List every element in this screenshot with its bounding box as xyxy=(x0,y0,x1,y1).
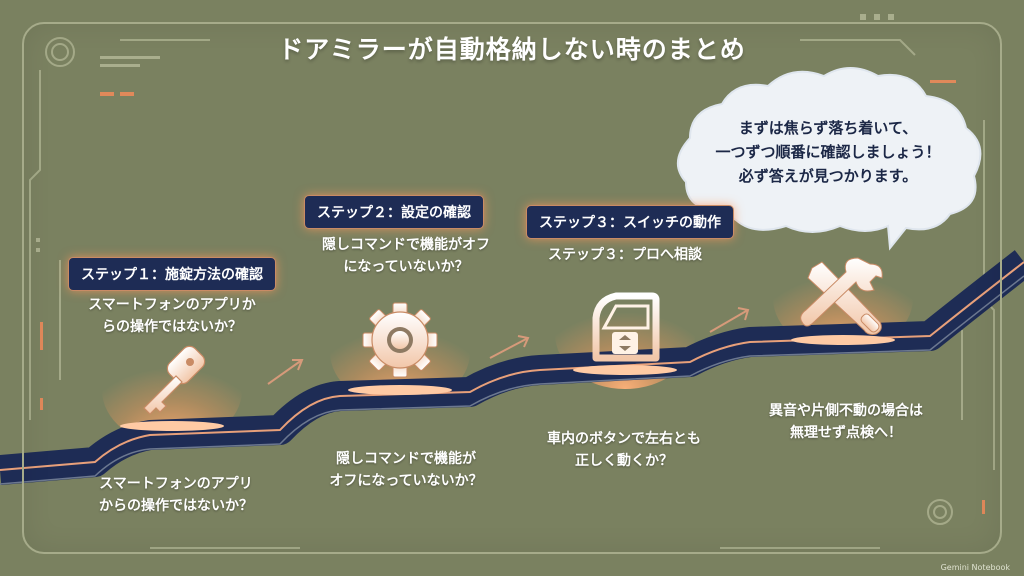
circuit-frame xyxy=(22,22,1002,554)
step4-platform xyxy=(791,335,895,345)
step2-upper-line: 隠しコマンドで機能がオフ xyxy=(322,237,490,253)
step2-upper-line: になっていないか？ xyxy=(343,259,469,275)
step3-lower-line: 車内のボタンで左右とも xyxy=(547,431,701,447)
step1-lower-text: スマートフォンのアプリ からの操作ではないか？ xyxy=(66,473,286,517)
step2-lower-text: 隠しコマンドで機能が オフになっていないか？ xyxy=(296,448,516,492)
step3-label: ステップ３：スイッチの動作 xyxy=(526,205,734,239)
step2-platform xyxy=(348,385,452,395)
step2-lower-line: 隠しコマンドで機能が xyxy=(336,451,476,467)
step4-lower-line: 無理せず点検へ！ xyxy=(790,425,902,441)
step1-upper-line: らの操作ではないか？ xyxy=(102,319,242,335)
accent-marks xyxy=(40,80,985,514)
bubble-line: まずは焦らず落ち着いて、 xyxy=(738,119,918,137)
step1-lower-line: からの操作ではないか？ xyxy=(99,498,253,514)
gear-icon xyxy=(362,302,438,378)
step3-upper-text: ステップ３：プロへ相談 xyxy=(525,244,725,266)
car-key-icon xyxy=(143,345,206,415)
step3-platform xyxy=(573,365,677,375)
step2-upper-text: 隠しコマンドで機能がオフ になっていないか？ xyxy=(296,234,516,278)
step1-label: ステップ１：施錠方法の確認 xyxy=(68,257,276,291)
progress-path-line-lower xyxy=(0,275,1024,485)
arrow-3-to-4 xyxy=(709,307,750,333)
car-door-switch-icon xyxy=(592,292,660,362)
step1-lower-line: スマートフォンのアプリ xyxy=(99,476,253,492)
step1-upper-line: スマートフォンのアプリか xyxy=(88,297,256,313)
circuit-dots xyxy=(36,14,894,252)
step3-upper-line: ステップ３：プロへ相談 xyxy=(548,247,702,263)
brand-watermark: Gemini Notebook xyxy=(940,563,1010,572)
arrow-2-to-3 xyxy=(489,335,530,359)
step2-label: ステップ２：設定の確認 xyxy=(304,195,484,229)
page-title: ドアミラーが自動格納しない時のまとめ xyxy=(278,35,746,64)
tools-icon xyxy=(800,257,883,335)
step1-platform xyxy=(120,421,224,431)
speech-bubble-text: まずは焦らず落ち着いて、 一つずつ順番に確認しましょう！ 必ず答えが見つかります… xyxy=(688,116,968,188)
step2-lower-line: オフになっていないか？ xyxy=(329,473,483,489)
speech-bubble xyxy=(677,67,982,251)
step4-lower-line: 異音や片側不動の場合は xyxy=(769,403,923,419)
step3-lower-text: 車内のボタンで左右とも 正しく動くか？ xyxy=(514,428,734,472)
step1-upper-text: スマートフォンのアプリか らの操作ではないか？ xyxy=(62,294,282,338)
arrow-1-to-2 xyxy=(267,359,304,385)
step3-lower-line: 正しく動くか？ xyxy=(575,453,673,469)
car-key-hole xyxy=(186,358,194,366)
progress-path-line xyxy=(0,261,1024,471)
step4-lower-text: 異音や片側不動の場合は 無理せず点検へ！ xyxy=(736,400,956,444)
bubble-line: 一つずつ順番に確認しましょう！ xyxy=(715,143,941,161)
bubble-line: 必ず答えが見つかります。 xyxy=(738,167,918,185)
